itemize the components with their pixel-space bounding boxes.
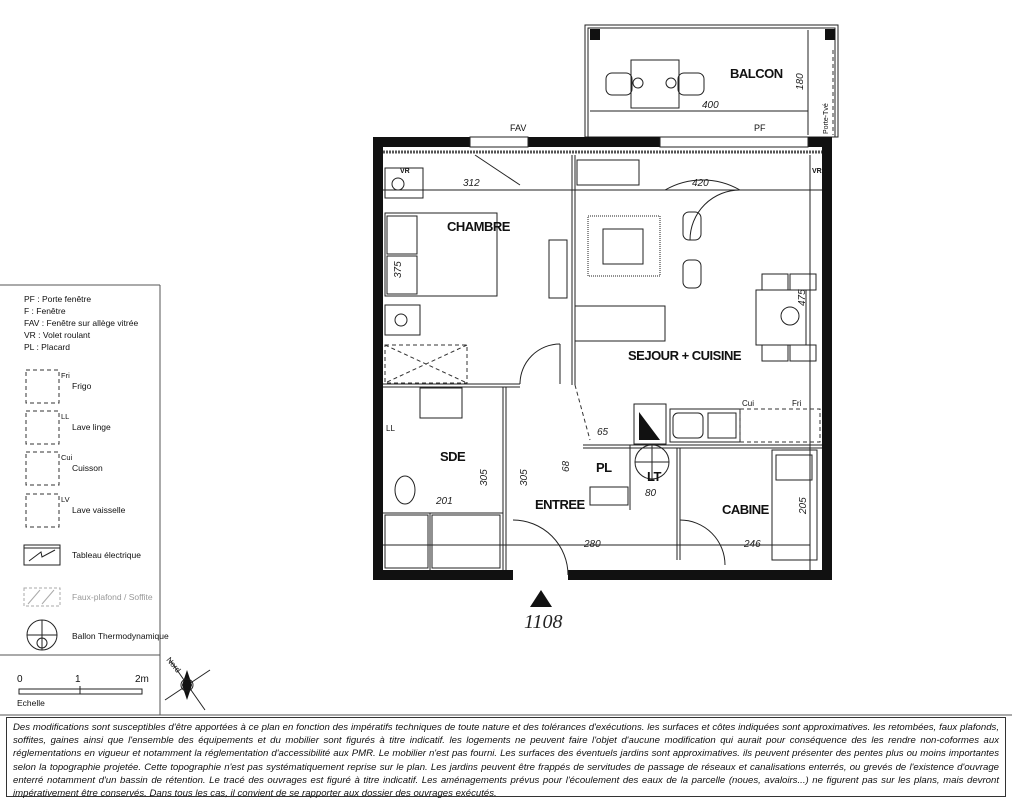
scale-tick: 1 — [75, 674, 81, 685]
kitchen-counter — [669, 408, 741, 443]
legend-abbr: PL : Placard — [24, 342, 70, 352]
legend-item-label: Lave vaisselle — [72, 505, 126, 515]
legend-abbr: FAV : Fenêtre sur allège vitrée — [24, 318, 138, 328]
legend-code: Cui — [61, 453, 73, 462]
room-label-sde: SDE — [440, 449, 466, 464]
bed-double — [384, 212, 498, 297]
shower — [431, 514, 501, 569]
legend-code: LL — [61, 412, 69, 421]
scale-bar: 0 1 2m Echelle — [17, 674, 149, 708]
washbasin — [419, 387, 463, 419]
dim-375: 375 — [393, 261, 404, 278]
lot-number: 1108 — [524, 611, 563, 633]
room-label-sejour: SEJOUR + CUISINE — [628, 348, 742, 363]
legend-code: LV — [61, 495, 70, 504]
scale-tick: 0 — [17, 674, 23, 685]
bed-single — [771, 449, 818, 561]
vr-label-right: VR — [812, 168, 822, 175]
room-label-chambre: CHAMBRE — [447, 219, 511, 234]
dim-312: 312 — [463, 178, 480, 189]
vr-label-left: VR — [400, 168, 410, 175]
entrance-arrow-icon — [530, 590, 552, 607]
fri-label: Fri — [792, 399, 802, 408]
legend-abbr: VR : Volet roulant — [24, 330, 91, 340]
coffee-table — [602, 228, 644, 265]
legend: PF : Porte fenêtre F : Fenêtre FAV : Fen… — [0, 284, 169, 715]
room-label-cabine: CABINE — [722, 502, 770, 517]
tableau-electrique — [589, 486, 629, 506]
dim-201: 201 — [435, 496, 453, 507]
dim-68: 68 — [561, 460, 572, 472]
faux-plafond-icon — [23, 587, 61, 607]
room-label-entree: ENTREE — [535, 497, 586, 512]
legend-code: Fri — [61, 371, 70, 380]
sideboard — [576, 159, 640, 186]
room-label-balcon: BALCON — [730, 66, 783, 81]
legend-item-label: Lave linge — [72, 422, 111, 432]
fav-label: FAV — [510, 123, 526, 133]
balcony-table — [605, 59, 705, 109]
dim-180: 180 — [795, 73, 806, 90]
legend-abbr: F : Fenêtre — [24, 306, 66, 316]
exterior-walls — [373, 136, 832, 580]
legend-ballon-label: Ballon Thermodynamique — [72, 631, 169, 641]
dim-205: 205 — [798, 497, 809, 515]
interior-walls — [383, 155, 822, 570]
disclaimer-text: Des modifications sont susceptibles d'êt… — [6, 717, 1006, 799]
scale-tick: 2m — [135, 674, 149, 685]
compass-north-label: Nord — [164, 656, 182, 675]
ballon-thermodynamique-icon — [26, 619, 58, 651]
legend-item-label: Frigo — [72, 381, 92, 391]
legend-faux-plafond-label: Faux-plafond / Soffite — [72, 592, 153, 602]
toilet — [394, 475, 416, 505]
dim-420: 420 — [692, 178, 709, 189]
rug — [587, 215, 661, 277]
cui-label: Cui — [742, 399, 754, 408]
dim-400: 400 — [702, 100, 719, 111]
dim-80: 80 — [645, 488, 657, 499]
fridge-unit — [633, 403, 667, 445]
porte-tve-label: Porte-Tvé — [823, 103, 830, 134]
pf-label: PF — [754, 123, 766, 133]
legend-item-label: Cuisson — [72, 463, 103, 473]
doors — [474, 154, 741, 576]
dim-65: 65 — [597, 427, 609, 438]
legend-tableau-label: Tableau électrique — [72, 550, 141, 560]
balcony: BALCON 400 180 Porte-Tvé — [584, 24, 839, 138]
ll-label: LL — [386, 424, 395, 433]
dim-475: 475 — [797, 289, 808, 306]
furniture — [384, 159, 821, 569]
tv-unit — [548, 239, 568, 299]
scale-label: Echelle — [17, 698, 45, 708]
dim-305-entree: 305 — [519, 469, 530, 486]
dim-305-sde: 305 — [479, 469, 490, 486]
shower-left — [384, 514, 429, 569]
sofa — [574, 305, 666, 342]
tableau-electrique-icon — [23, 544, 61, 566]
compass-icon: Nord — [164, 656, 211, 711]
legend-abbr: PF : Porte fenêtre — [24, 294, 91, 304]
faux-plafond-zone — [384, 344, 468, 384]
room-label-lt: LT — [647, 469, 661, 484]
room-label-pl: PL — [596, 460, 612, 475]
